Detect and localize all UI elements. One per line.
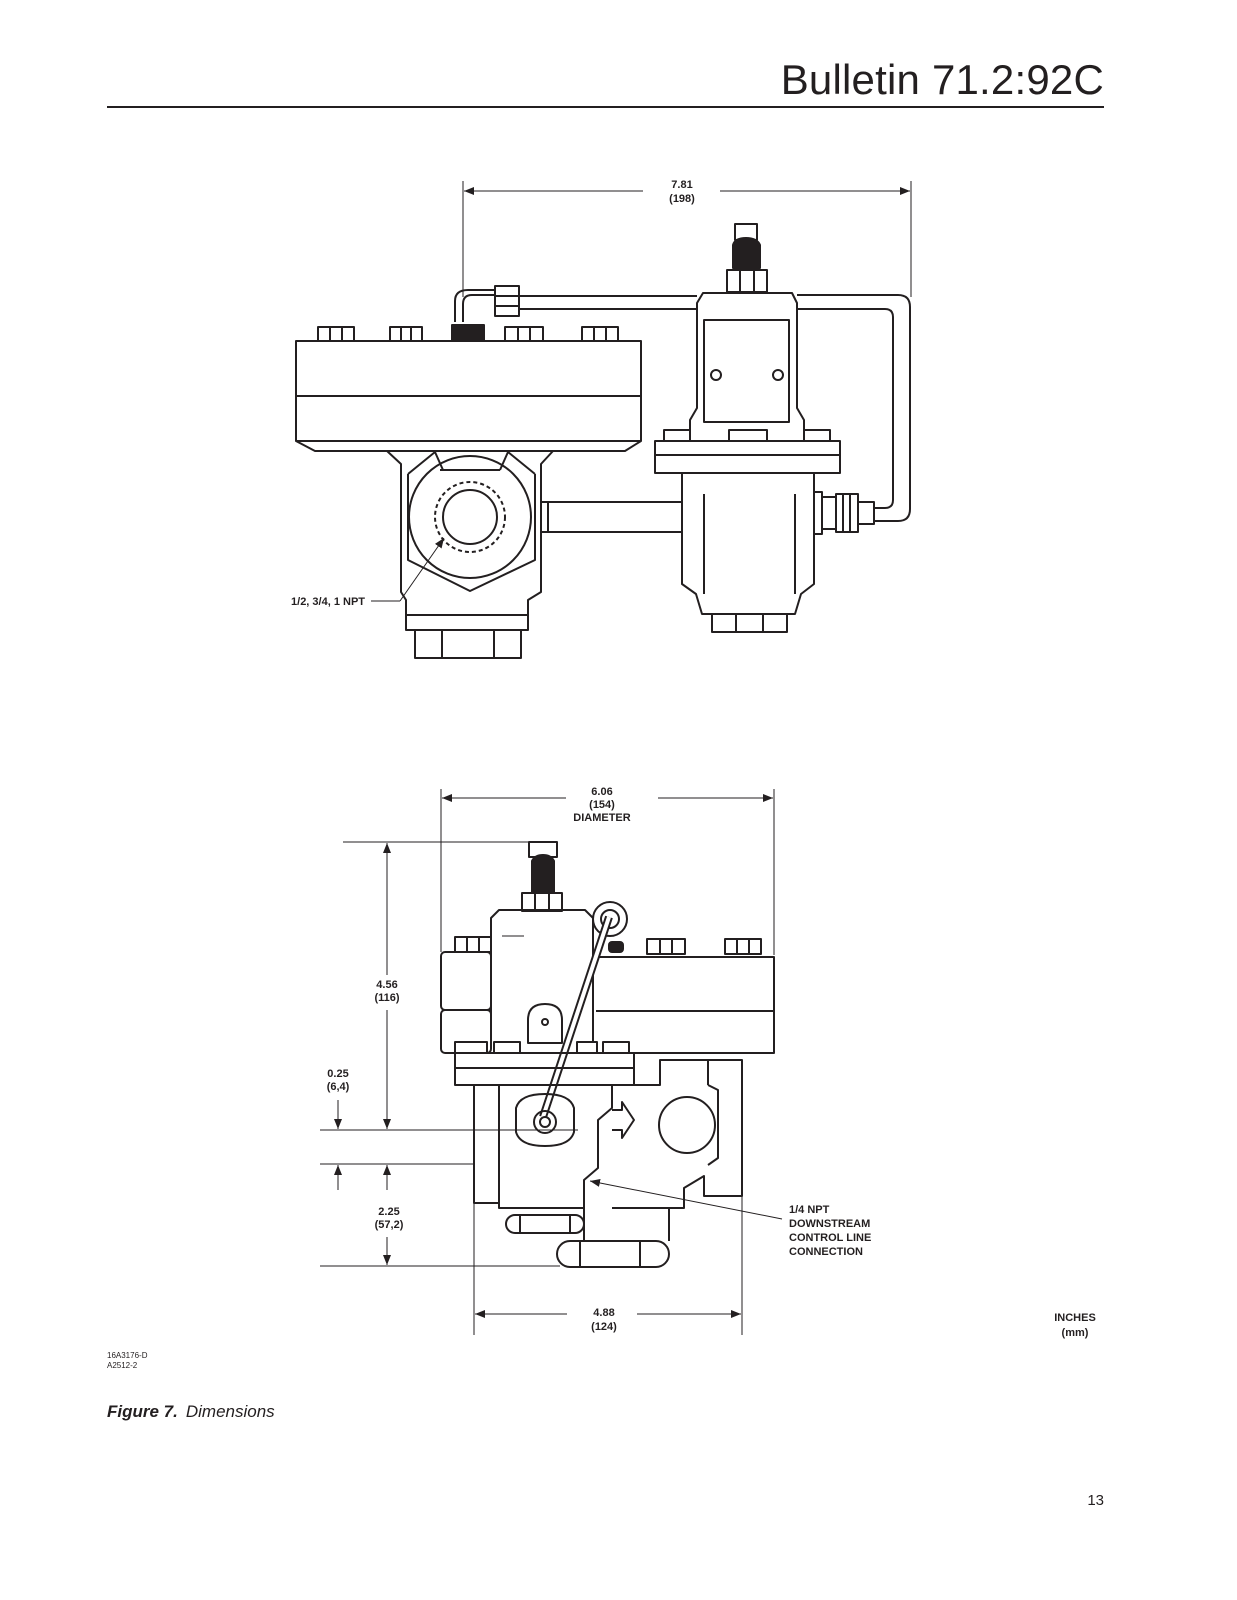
bottom-mm: (57,2) bbox=[375, 1219, 404, 1231]
units-legend: INCHES (mm) bbox=[1040, 1311, 1110, 1341]
bulletin-title: Bulletin 71.2:92C bbox=[780, 56, 1104, 103]
base-mm: (124) bbox=[591, 1321, 617, 1333]
header-rule bbox=[107, 106, 1104, 108]
height-mm: (116) bbox=[374, 992, 399, 1004]
width-mm: (198) bbox=[669, 193, 695, 205]
control-line-label-4: CONNECTION bbox=[789, 1246, 863, 1258]
height-inches: 4.56 bbox=[376, 979, 397, 991]
width-dimension bbox=[462, 181, 912, 297]
drawing-code-2: A2512-2 bbox=[107, 1361, 138, 1370]
control-line-label-3: CONTROL LINE bbox=[789, 1232, 871, 1244]
units-mm: (mm) bbox=[1061, 1327, 1089, 1339]
page-number: 13 bbox=[1087, 1492, 1104, 1509]
drawing-codes: 16A3176-D A2512-2 bbox=[107, 1351, 147, 1371]
control-line-label-1: 1/4 NPT bbox=[789, 1204, 830, 1216]
diameter-mm: (154) bbox=[589, 799, 615, 811]
width-inches: 7.81 bbox=[671, 179, 692, 191]
control-line-label-2: DOWNSTREAM bbox=[789, 1218, 870, 1230]
figure-title: Dimensions bbox=[185, 1402, 275, 1421]
pilot-regulator bbox=[654, 223, 875, 633]
npt-leader bbox=[371, 537, 445, 602]
figure-caption: Figure 7. Dimensions bbox=[107, 1402, 275, 1422]
top-view: 7.81 (198) bbox=[291, 179, 912, 659]
control-tubing bbox=[454, 289, 911, 522]
diameter-label: DIAMETER bbox=[573, 812, 631, 824]
offset-mm: (6,4) bbox=[327, 1081, 350, 1093]
casing-bolts bbox=[317, 326, 619, 342]
base-dimension bbox=[473, 1196, 743, 1335]
units-inches: INCHES bbox=[1054, 1312, 1096, 1324]
diameter-inches: 6.06 bbox=[591, 786, 612, 798]
side-view: 6.06 (154) DIAMETER 4.56 (116) 0.25 (6,4… bbox=[320, 786, 871, 1335]
offset-inches: 0.25 bbox=[327, 1068, 348, 1080]
diameter-dimension bbox=[440, 789, 775, 955]
figure-number: Figure 7. bbox=[107, 1402, 178, 1421]
drawing-code-1: 16A3176-D bbox=[107, 1351, 148, 1360]
bottom-inches: 2.25 bbox=[378, 1206, 399, 1218]
base-inches: 4.88 bbox=[593, 1307, 614, 1319]
height-dimensions bbox=[320, 841, 578, 1267]
connection-size-label: 1/2, 3/4, 1 NPT bbox=[291, 596, 365, 608]
